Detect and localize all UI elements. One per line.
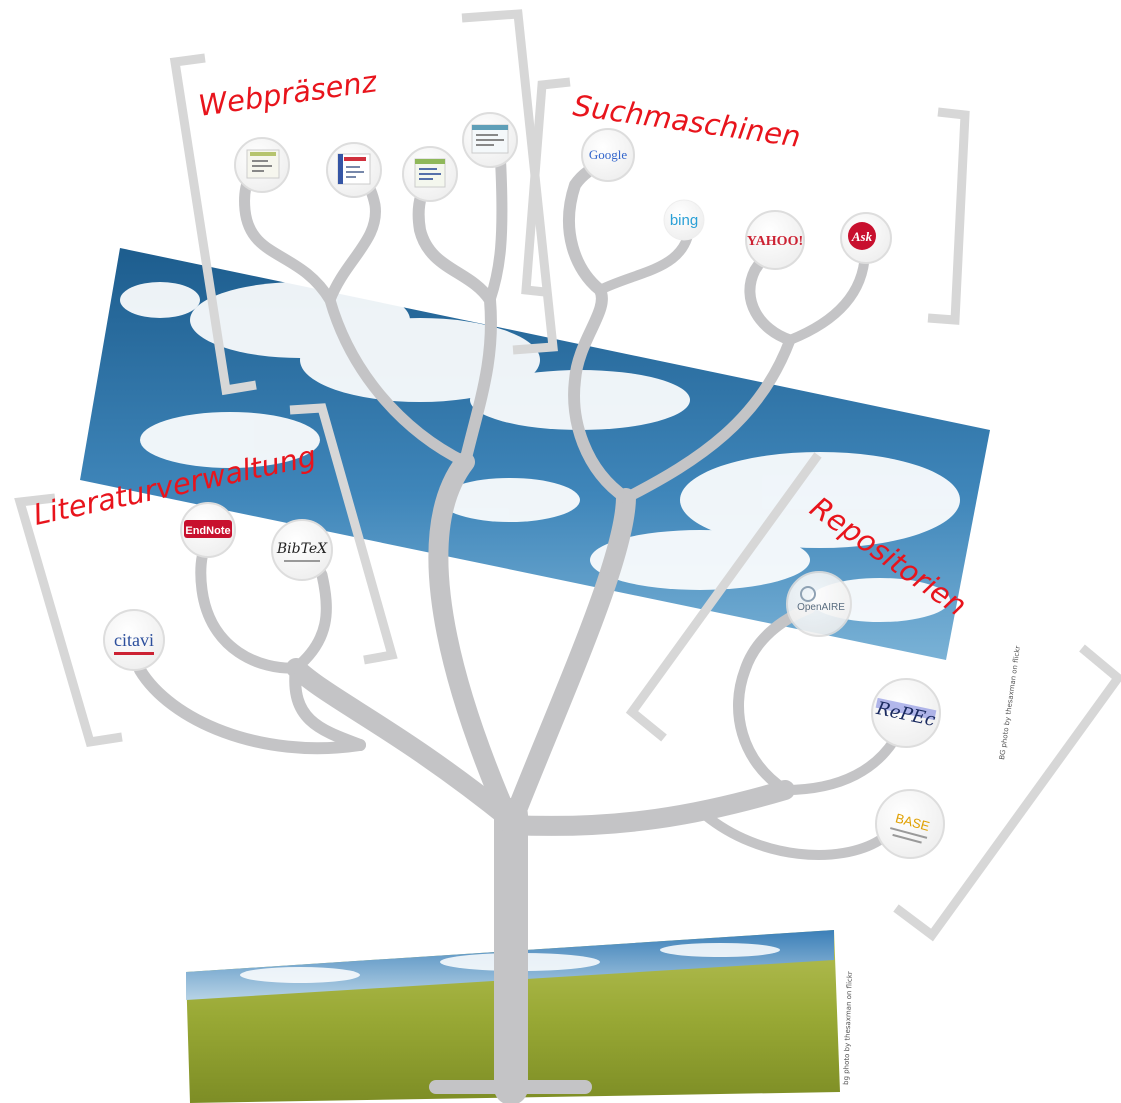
suchmaschinen-nodes: Google bing YAHOO! Ask xyxy=(581,128,892,270)
yahoo-logo-text: YAHOO! xyxy=(747,234,803,249)
repositorien-bracket-left xyxy=(625,452,822,742)
field-photo-credit: bg photo by thesaxman on flickr xyxy=(842,971,854,1085)
webpraesenz-bracket-right xyxy=(461,9,558,355)
citavi-logo-node[interactable]: citavi xyxy=(103,609,165,671)
website-thumb-3[interactable] xyxy=(402,146,458,202)
limb-right-up xyxy=(501,488,636,835)
google-logo-text: Google xyxy=(589,147,628,162)
limb-right xyxy=(501,780,795,836)
bing-logo-node[interactable]: bing xyxy=(663,199,705,241)
endnote-logo-text: EndNote xyxy=(185,525,230,537)
literaturverwaltung-nodes: EndNote BibTeX citavi xyxy=(103,502,333,671)
suchmaschinen-bracket-right xyxy=(927,107,970,325)
citavi-logo-text: citavi xyxy=(114,630,154,650)
repositorien-nodes: OpenAIRE RePEc BASE xyxy=(786,571,945,859)
section-brackets xyxy=(14,9,1121,942)
webpraesenz-nodes xyxy=(234,112,518,202)
website-thumb-1[interactable] xyxy=(234,137,290,193)
openaire-logo-text: OpenAIRE xyxy=(797,602,845,613)
base-logo-node[interactable]: BASE xyxy=(875,789,945,859)
website-thumb-4[interactable] xyxy=(462,112,518,168)
limb-left-up xyxy=(428,452,521,835)
openaire-logo-node[interactable]: OpenAIRE xyxy=(786,571,852,637)
literaturverwaltung-bracket-right xyxy=(289,403,398,665)
sky-photo-credit: BG photo by thesaxman on flickr xyxy=(998,645,1022,760)
endnote-logo-node[interactable]: EndNote xyxy=(180,502,236,558)
bibtex-logo-node[interactable]: BibTeX xyxy=(271,519,333,581)
repositorien-bracket-right xyxy=(893,644,1121,942)
heading-webpraesenz: Webpräsenz xyxy=(196,64,379,123)
website-thumb-2[interactable] xyxy=(326,142,382,198)
bing-logo-text: bing xyxy=(670,212,698,229)
ask-logo-node[interactable]: Ask xyxy=(840,212,892,264)
bibtex-logo-text: BibTeX xyxy=(276,541,328,557)
ask-logo-text: Ask xyxy=(851,229,873,244)
yahoo-logo-node[interactable]: YAHOO! xyxy=(745,210,805,270)
tree xyxy=(134,134,905,1103)
webpraesenz-bracket-left xyxy=(169,53,257,396)
suchmaschinen-bracket-left xyxy=(521,77,571,297)
google-logo-node[interactable]: Google xyxy=(581,128,635,182)
limb-left xyxy=(286,658,521,830)
literaturverwaltung-bracket-left xyxy=(14,493,123,748)
repec-logo-node[interactable]: RePEc xyxy=(871,678,941,748)
